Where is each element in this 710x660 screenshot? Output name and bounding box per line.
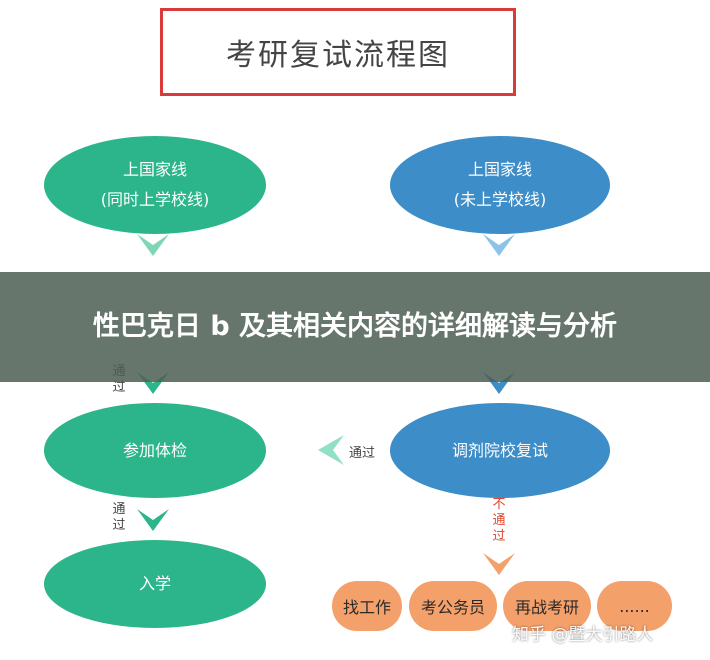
fail-down-arrow (483, 553, 515, 575)
adjust-pass-label: 通过 (349, 446, 376, 461)
watermark: 知乎 @暨大引路人 (512, 625, 654, 645)
outcome-more: ...... (597, 581, 672, 631)
outcome-retake-exam: 再战考研 (503, 581, 591, 631)
left-arrow-3 (137, 509, 169, 531)
diagram-title: 考研复试流程图 (160, 8, 516, 96)
checkup-node: 参加体检 (44, 403, 266, 498)
adjust-fail-label: 不通过 (492, 497, 506, 544)
left-arrow-1 (137, 234, 169, 256)
banner-text: 性巴克日 b 及其相关内容的详细解读与分析 (92, 311, 618, 342)
left-top-line2: (同时上学校线) (100, 190, 210, 209)
right-arrow-1 (483, 234, 515, 256)
admit-node: 入学 (44, 540, 266, 628)
right-top-node: 上国家线 (未上学校线) (390, 136, 610, 234)
left-top-line1: 上国家线 (122, 160, 187, 179)
outcome-find-job: 找工作 (332, 581, 402, 631)
outcome-civil-service: 考公务员 (409, 581, 497, 631)
right-top-line1: 上国家线 (467, 160, 532, 179)
left-pass-label-2: 通过 (112, 502, 126, 533)
checkup-label: 参加体检 (122, 440, 187, 460)
overlay-banner: 性巴克日 b 及其相关内容的详细解读与分析 (0, 272, 710, 382)
adjust-label: 调剂院校复试 (451, 440, 548, 460)
admit-label: 入学 (138, 574, 171, 593)
left-top-node: 上国家线 (同时上学校线) (44, 136, 266, 234)
adjust-node: 调剂院校复试 (390, 403, 610, 498)
right-top-line2: (未上学校线) (453, 190, 547, 209)
pass-left-arrow (318, 435, 344, 465)
